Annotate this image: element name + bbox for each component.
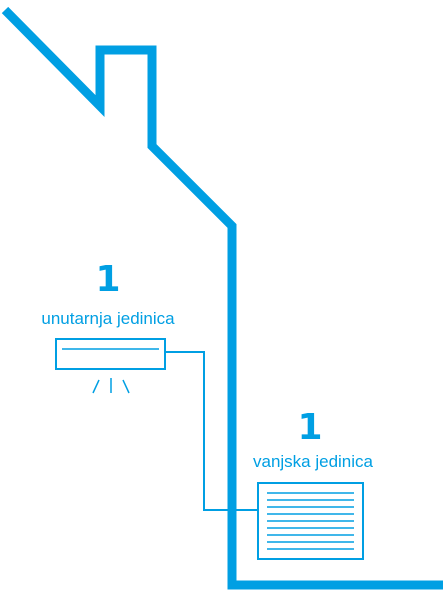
- air-conditioner-indoor-icon: [55, 338, 166, 394]
- outdoor-unit-count: 1: [297, 407, 323, 448]
- outdoor-unit-label: vanjska jedinica: [252, 452, 373, 471]
- indoor-unit-count: 1: [95, 259, 121, 300]
- house-outline-icon: [1, 6, 443, 590]
- refrigerant-pipe: [165, 351, 258, 511]
- air-conditioner-outdoor-icon: [257, 482, 364, 560]
- indoor-unit-label: unutarnja jedinica: [41, 309, 175, 328]
